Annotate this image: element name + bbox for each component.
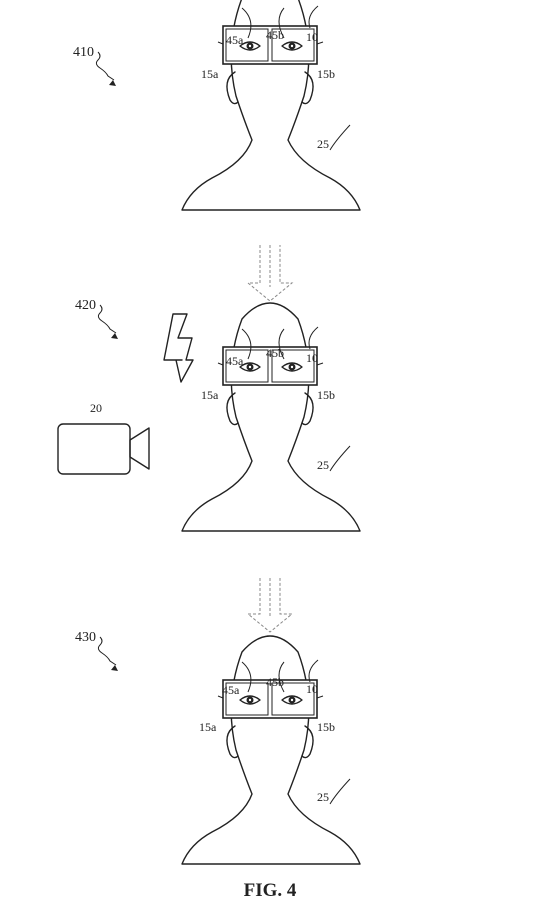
- panel-410: 45a 45b 10 15a 15b 25: [182, 0, 360, 210]
- label-15a: 15a: [199, 720, 217, 734]
- label-25: 25: [317, 790, 329, 804]
- down-arrow-icon: [246, 245, 294, 302]
- label-20: 20: [90, 401, 102, 415]
- label-25: 25: [317, 458, 329, 472]
- panel-420: 45a 45b 10 15a 15b 25: [182, 303, 360, 531]
- arrowhead-icon: [111, 665, 118, 671]
- label-25: 25: [317, 137, 329, 151]
- lightning-bolt-icon: [163, 313, 194, 383]
- label-45a: 45a: [226, 33, 244, 47]
- down-arrow-icon: [246, 578, 294, 633]
- step-label-410: 410: [73, 45, 116, 86]
- label-45b: 45b: [266, 346, 284, 360]
- camera-icon: [57, 423, 150, 475]
- label-15a: 15a: [201, 67, 219, 81]
- label-45a: 45a: [222, 683, 240, 697]
- svg-text:410: 410: [73, 45, 94, 60]
- svg-text:420: 420: [75, 298, 96, 313]
- label-15b: 15b: [317, 720, 335, 734]
- label-10: 10: [306, 682, 318, 696]
- label-15a: 15a: [201, 388, 219, 402]
- figure-caption: FIG. 4: [244, 880, 297, 901]
- label-45b: 45b: [266, 28, 284, 42]
- label-45b: 45b: [266, 675, 284, 689]
- panel-430: 45a 45b 10 15a 15b 25: [182, 636, 360, 864]
- svg-text:430: 430: [75, 630, 96, 645]
- arrowhead-icon: [109, 80, 116, 86]
- label-15b: 15b: [317, 388, 335, 402]
- label-10: 10: [306, 30, 318, 44]
- step-label-420: 420: [75, 298, 118, 339]
- step-label-430: 430: [75, 630, 118, 671]
- label-45a: 45a: [226, 354, 244, 368]
- label-15b: 15b: [317, 67, 335, 81]
- label-10: 10: [306, 351, 318, 365]
- arrowhead-icon: [111, 333, 118, 339]
